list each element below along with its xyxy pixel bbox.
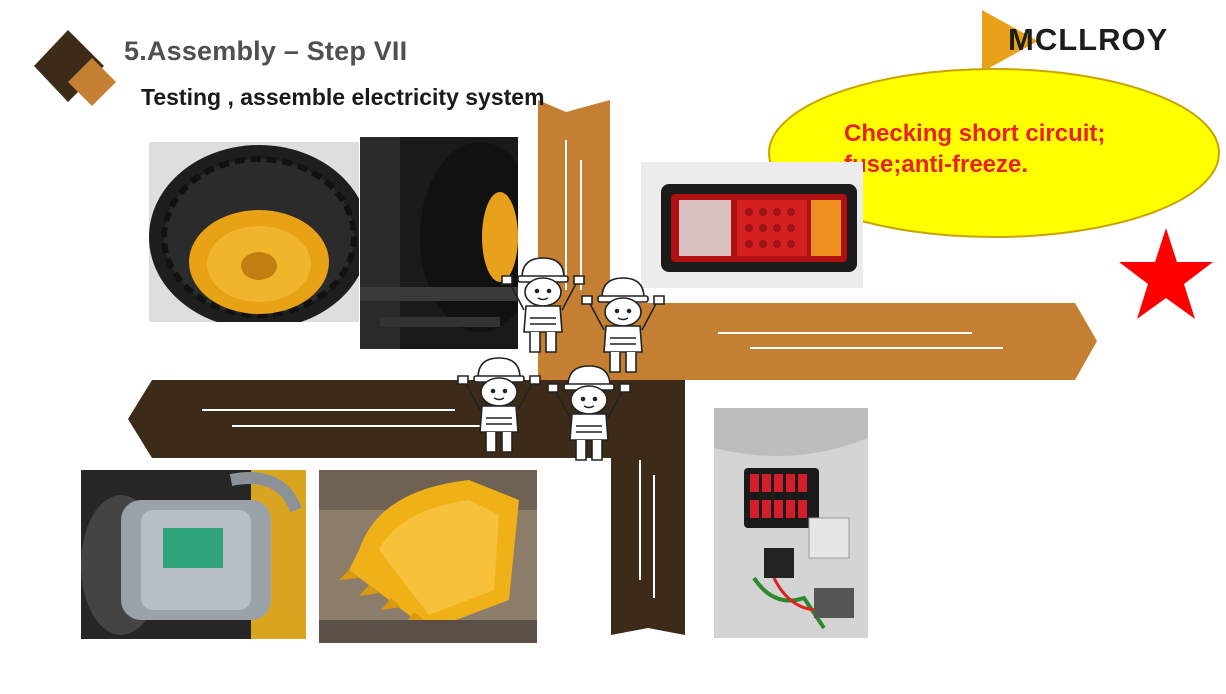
page-subtitle: Testing , assemble electricity system <box>141 84 545 110</box>
arrow-up-band <box>538 100 610 305</box>
callout-ellipse <box>768 68 1220 238</box>
fuse-box-photo <box>714 408 868 638</box>
logo-text: MCLLROY <box>1008 22 1169 57</box>
callout-line-1: Checking short circuit; <box>844 120 1106 147</box>
bucket-photo <box>319 470 537 643</box>
arrow-left <box>128 380 685 458</box>
tail-light-photo <box>641 162 863 288</box>
worker-icon <box>581 277 665 373</box>
worker-icon <box>547 365 631 461</box>
worker-icon <box>501 257 585 353</box>
callout-text: Checking short circuit; fuse;anti-freeze… <box>844 118 1184 180</box>
page-title: 5.Assembly – Step VII <box>124 36 408 66</box>
star-icon <box>1119 228 1213 319</box>
wheel-rim-photo <box>149 142 359 322</box>
wheel-photo-icon <box>149 142 359 322</box>
tire-photo-icon <box>360 137 518 349</box>
ac-compressor-photo <box>81 470 306 639</box>
wheel-mounted-photo <box>360 137 518 349</box>
worker-icon <box>457 357 541 453</box>
logo-triangle-icon <box>982 10 1038 72</box>
callout-line-2: fuse;anti-freeze. <box>844 151 1029 178</box>
arrow-down-band <box>611 380 685 635</box>
title-diamond-icon <box>34 30 116 106</box>
arrow-right <box>538 303 1097 380</box>
compressor-photo-icon <box>81 470 306 639</box>
lamp-photo-icon <box>641 162 863 288</box>
bucket-photo-icon <box>319 470 537 643</box>
fuse-box-photo-icon <box>714 408 868 638</box>
